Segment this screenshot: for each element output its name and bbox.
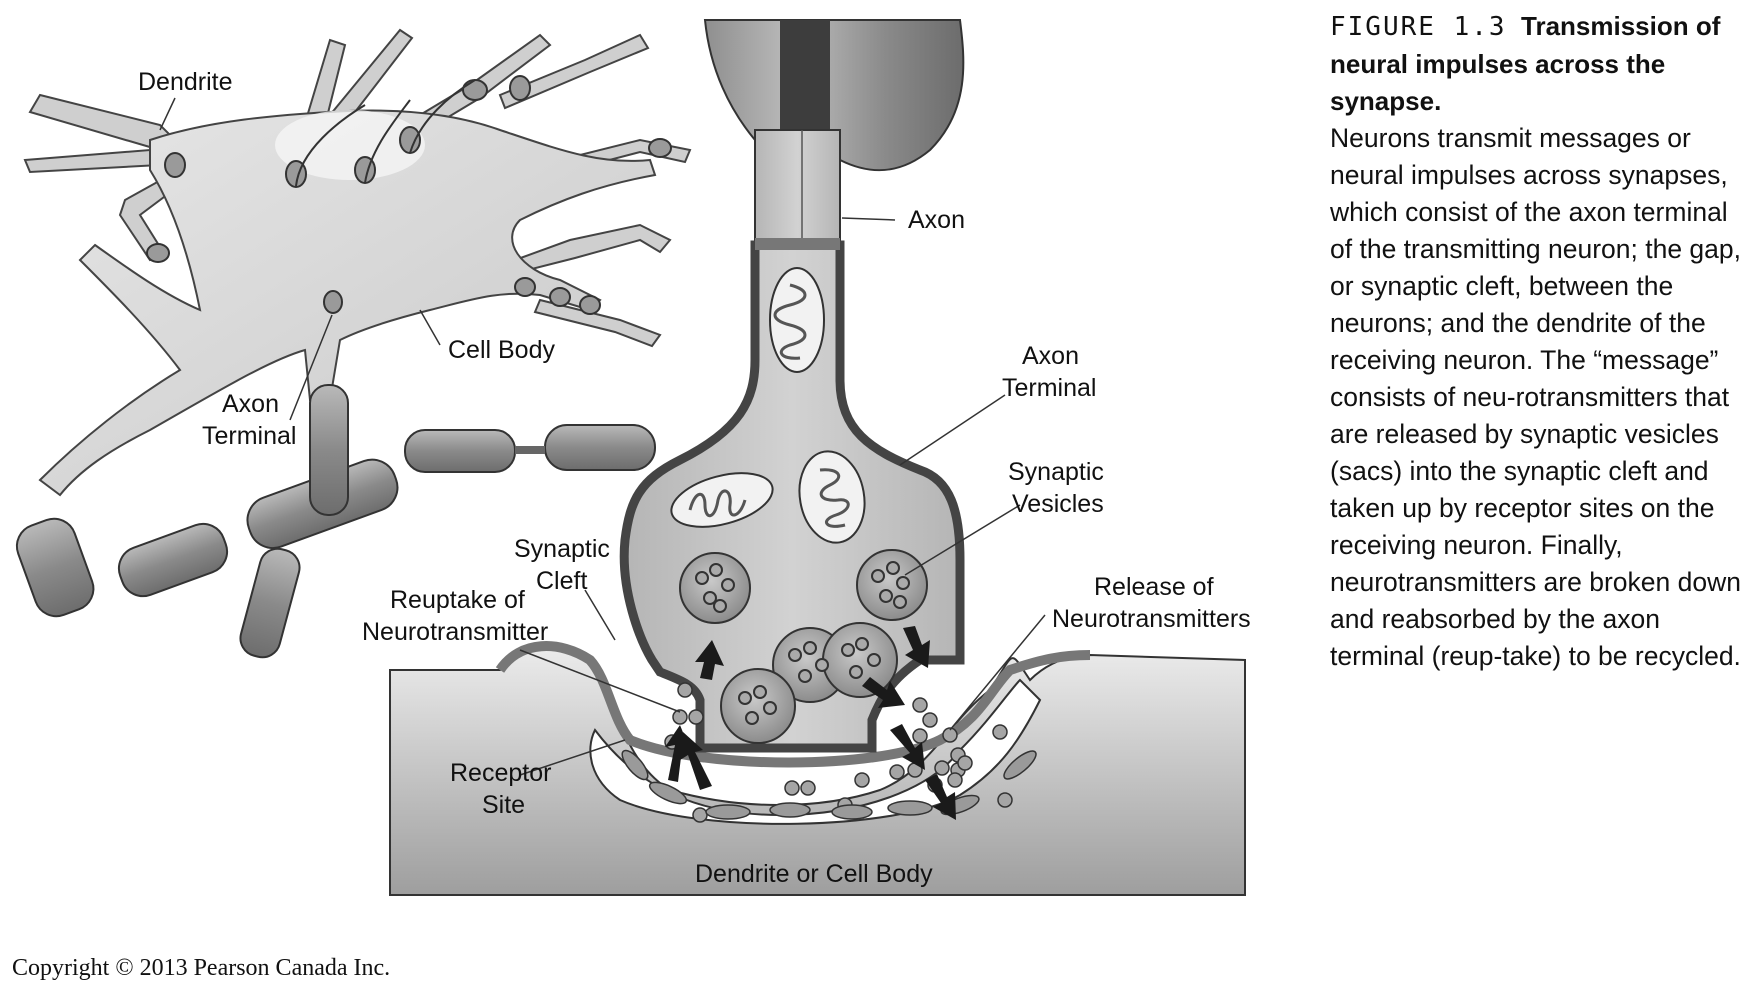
label-release-2: Neurotransmitters — [1052, 605, 1251, 633]
cell-body — [38, 109, 657, 497]
label-axon-terminal-left-1: Axon — [222, 390, 279, 418]
copyright-notice: Copyright © 2013 Pearson Canada Inc. — [12, 955, 391, 981]
arrow-down-icon — [890, 724, 925, 770]
caption-title: Transmission of neural impulses across t… — [1330, 11, 1721, 116]
arrow-up-icon — [680, 732, 712, 790]
label-synaptic-cleft-2: Cleft — [536, 567, 587, 595]
label-synaptic-cleft-1: Synaptic — [514, 535, 610, 563]
label-axon-terminal-right-1: Axon — [1022, 342, 1079, 370]
mitochondria — [670, 267, 866, 544]
caption-body: Neurons transmit messages or neural impu… — [1330, 123, 1742, 671]
label-axon: Axon — [908, 206, 965, 234]
label-receptor-site-1: Receptor — [450, 759, 551, 787]
figure-number: FIGURE 1.3 — [1330, 12, 1507, 42]
label-synaptic-vesicles-1: Synaptic — [1008, 458, 1104, 486]
label-dendrite-or-cell-body: Dendrite or Cell Body — [695, 860, 933, 888]
label-synaptic-vesicles-2: Vesicles — [1012, 490, 1104, 518]
diagram-labels: Dendrite Cell Body Axon Terminal Axon Ax… — [138, 68, 1251, 888]
arrow-up-icon — [695, 640, 724, 680]
label-axon-terminal-right-2: Terminal — [1002, 374, 1096, 402]
label-dendrite: Dendrite — [138, 68, 233, 96]
myelinated-axon — [15, 384, 656, 659]
label-receptor-site-2: Site — [482, 791, 525, 819]
arrow-down-icon — [925, 774, 956, 820]
figure-caption: FIGURE 1.3 Transmission of neural impuls… — [1330, 8, 1750, 675]
neurotransmitters — [664, 682, 1013, 823]
label-reuptake-2: Neurotransmitter — [362, 618, 548, 646]
arrow-down-icon — [903, 626, 930, 668]
label-cell-body: Cell Body — [448, 336, 555, 364]
arrow-down-icon — [862, 677, 905, 708]
leader-lines — [159, 97, 1046, 776]
caption-heading: FIGURE 1.3 Transmission of neural impuls… — [1330, 8, 1750, 120]
label-release-1: Release of — [1094, 573, 1214, 601]
receptor-sites — [621, 749, 1037, 820]
arrows — [665, 626, 956, 820]
label-reuptake-1: Reuptake of — [390, 586, 525, 614]
label-axon-terminal-left-2: Terminal — [202, 422, 296, 450]
synaptic-vesicles — [679, 549, 928, 744]
neuron-cell — [15, 28, 692, 659]
postsynaptic-membrane — [389, 641, 1246, 896]
